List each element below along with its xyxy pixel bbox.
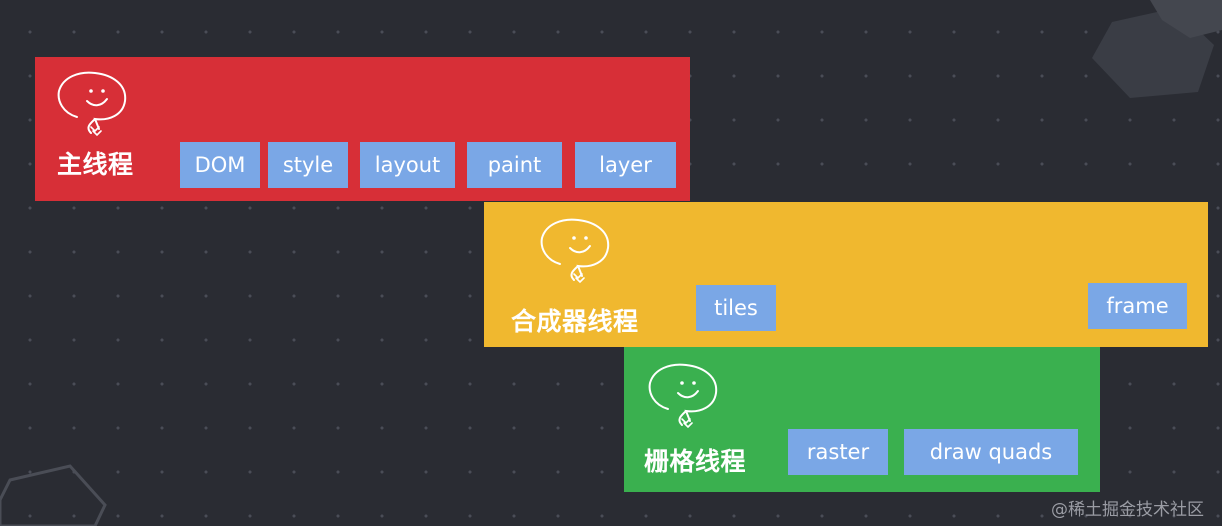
- step-dom: DOM: [180, 142, 260, 188]
- step-tiles: tiles: [696, 285, 776, 331]
- step-layout: layout: [360, 142, 455, 188]
- compositor-thread-panel: 合成器线程 tiles frame: [484, 202, 1208, 347]
- smiley-speech-bubble-icon: [646, 361, 722, 431]
- step-draw-quads: draw quads: [904, 429, 1078, 475]
- watermark-text: @稀土掘金技术社区: [1051, 500, 1204, 520]
- main-thread-title: 主线程: [57, 150, 134, 179]
- main-thread-panel: 主线程 DOM style layout paint layer: [35, 57, 690, 201]
- compositor-thread-title: 合成器线程: [511, 307, 639, 336]
- step-frame: frame: [1088, 283, 1187, 329]
- step-paint: paint: [467, 142, 562, 188]
- step-style: style: [268, 142, 348, 188]
- step-layer: layer: [575, 142, 676, 188]
- raster-thread-panel: 栅格线程 raster draw quads: [624, 347, 1100, 492]
- raster-thread-title: 栅格线程: [644, 447, 747, 476]
- smiley-speech-bubble-icon: [55, 69, 131, 139]
- smiley-speech-bubble-icon: [538, 216, 614, 286]
- step-raster: raster: [788, 429, 888, 475]
- hexagon-shape-top-right-inner: [1150, 0, 1222, 38]
- hexagon-outline-bottom-left: [0, 464, 107, 526]
